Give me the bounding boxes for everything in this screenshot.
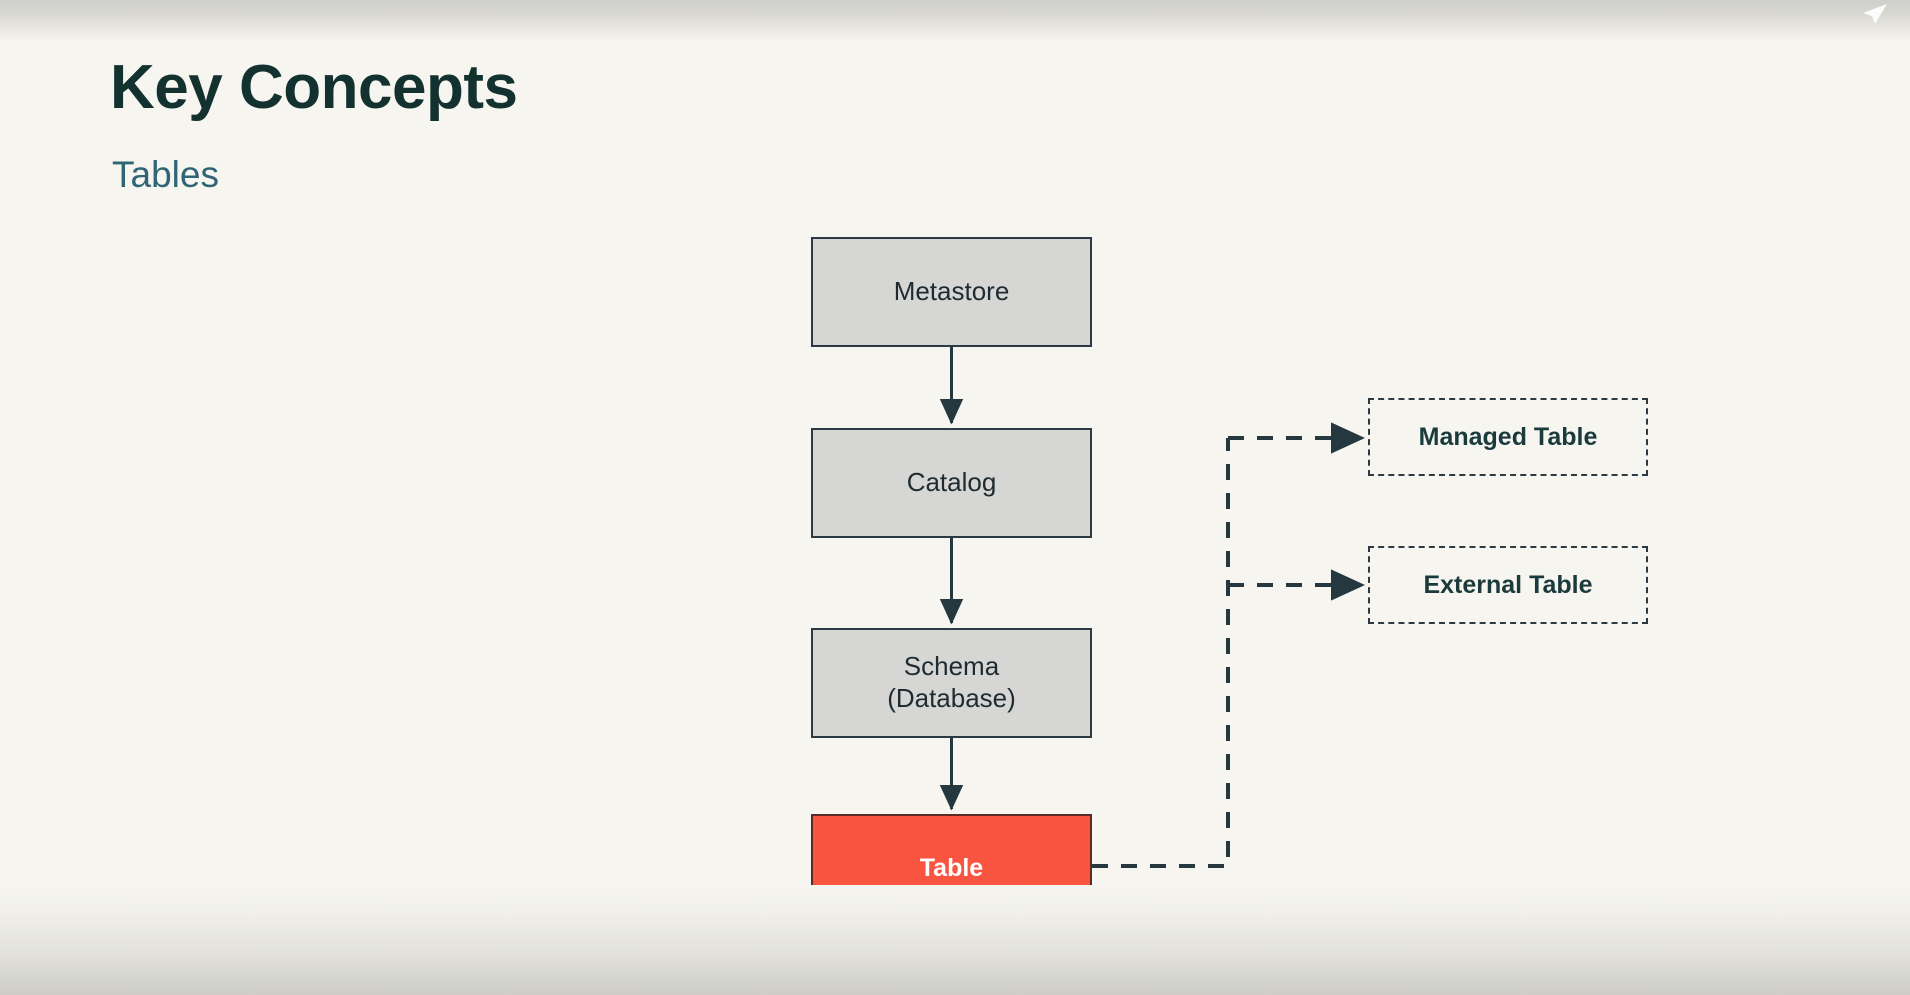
node-label-schema: Schema (Database) [887,651,1016,713]
node-external-table: External Table [1368,546,1648,624]
page-subtitle: Tables [112,154,219,195]
node-label-catalog: Catalog [906,467,997,498]
page-title: Key Concepts [110,53,518,122]
node-label-metastore: Metastore [893,276,1010,307]
cursor-arrow-icon [1863,4,1887,24]
node-schema: Schema (Database) [811,628,1092,738]
node-metastore: Metastore [811,237,1092,347]
node-label-external-table: External Table [1423,570,1593,599]
node-label-managed-table: Managed Table [1418,422,1598,451]
node-managed-table: Managed Table [1368,398,1648,476]
node-catalog: Catalog [811,428,1092,538]
node-label-table: Table [919,854,984,882]
edge-table-trunk [1092,438,1230,868]
node-table: Table [811,814,1092,923]
